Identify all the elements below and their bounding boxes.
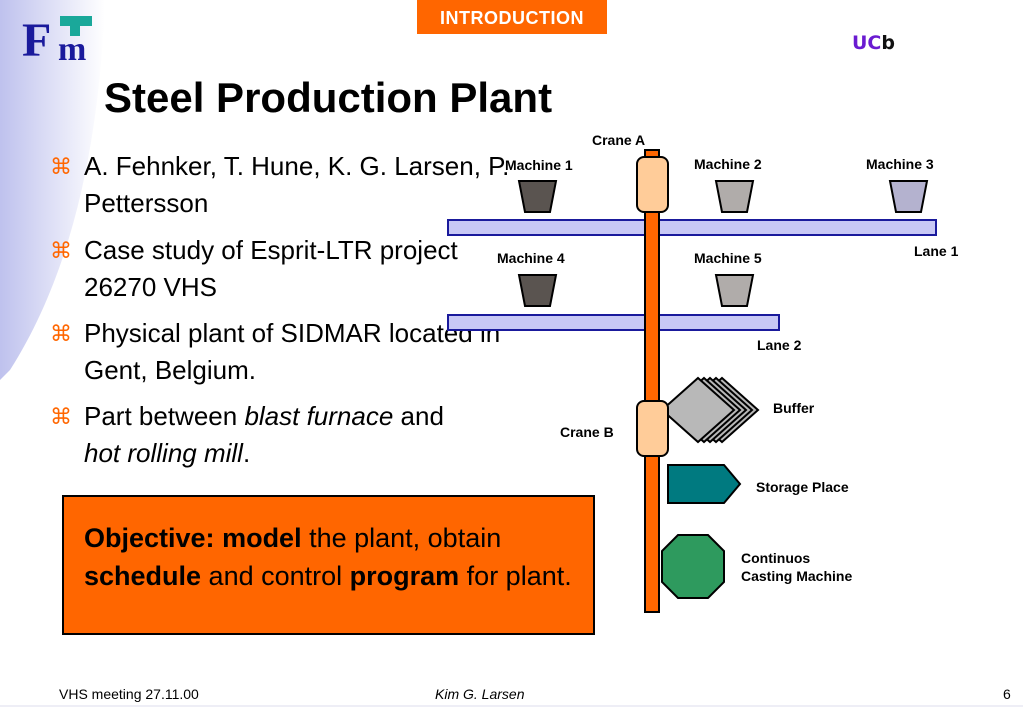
slide-title: Steel Production Plant xyxy=(104,74,553,121)
lane-1 xyxy=(447,219,937,236)
objective-keyword: model xyxy=(222,523,302,553)
bullet-authors: ⌘ A. Fehnker, T. Hune, K. G. Larsen, P. … xyxy=(50,148,520,222)
bullet-text: Physical plant of SIDMAR located in Gent… xyxy=(84,318,501,385)
casting-machine-label-2: Casting Machine xyxy=(741,568,852,584)
institution-logo: UCb xyxy=(852,32,895,54)
objective-text: the plant, obtain xyxy=(301,523,502,553)
bullet-text: Part between blast furnace and hot rollin… xyxy=(84,398,520,472)
crane-a-head xyxy=(636,156,669,213)
bullet-text-part: and xyxy=(393,401,444,431)
bullet-emphasis: blast furnace xyxy=(244,401,394,431)
fm-logo: F m xyxy=(22,14,92,64)
storage-place-label: Storage Place xyxy=(756,479,849,495)
institution-logo-right: b xyxy=(881,32,895,54)
bullet-icon: ⌘ xyxy=(50,154,72,179)
machine-1-label: Machine 1 xyxy=(505,157,573,173)
lane-1-label: Lane 1 xyxy=(914,243,959,259)
bullet-icon: ⌘ xyxy=(50,404,72,429)
institution-logo-left: UC xyxy=(852,32,882,54)
crane-a-label: Crane A xyxy=(592,132,645,148)
bullet-part-between: ⌘ Part between blast furnace and hot roll… xyxy=(50,398,520,472)
objective-keyword: program xyxy=(349,561,460,591)
crane-b-head xyxy=(636,400,669,457)
machine-2-icon xyxy=(714,180,755,213)
buffer-label: Buffer xyxy=(773,400,815,416)
svg-text:F: F xyxy=(22,14,51,64)
svg-text:m: m xyxy=(58,31,86,64)
bullet-physical-plant: ⌘ Physical plant of SIDMAR located in Ge… xyxy=(50,315,520,389)
machine-3-icon xyxy=(888,180,929,213)
page-number: 6 xyxy=(1003,686,1011,702)
lane-2 xyxy=(447,314,780,331)
machine-3-label: Machine 3 xyxy=(866,156,934,172)
lane-2-label: Lane 2 xyxy=(757,337,802,353)
objective-label: Objective: xyxy=(84,523,215,553)
objective-keyword: schedule xyxy=(84,561,202,591)
crane-b-label: Crane B xyxy=(560,424,614,440)
bullet-text: A. Fehnker, T. Hune, K. G. Larsen, P. Pe… xyxy=(84,151,510,218)
machine-5-icon xyxy=(714,274,755,307)
crane-rail xyxy=(644,149,660,613)
bullet-icon: ⌘ xyxy=(50,321,72,346)
bullet-case-study: ⌘ Case study of Esprit-LTR project 26270… xyxy=(50,232,520,306)
bullet-icon: ⌘ xyxy=(50,238,72,263)
machine-2-label: Machine 2 xyxy=(694,156,762,172)
bullet-text-part: Part between xyxy=(84,401,245,431)
machine-5-label: Machine 5 xyxy=(694,250,762,266)
machine-4-label: Machine 4 xyxy=(497,250,565,266)
bullet-text-part: . xyxy=(242,438,251,468)
objective-box: Objective: model the plant, obtain schedu… xyxy=(62,495,595,635)
bullet-emphasis: hot rolling mill xyxy=(84,438,243,468)
objective-text: and control xyxy=(201,561,350,591)
casting-machine-icon xyxy=(661,534,725,599)
casting-machine-label-1: Continuos xyxy=(741,550,810,566)
machine-4-icon xyxy=(517,274,558,307)
bullet-text: Case study of Esprit-LTR project 26270 V… xyxy=(84,235,458,302)
buffer-icon xyxy=(660,376,760,444)
section-tab: INTRODUCTION xyxy=(417,0,607,34)
objective-text: for plant. xyxy=(459,561,572,591)
footer-meeting: VHS meeting 27.11.00 xyxy=(59,686,199,702)
machine-1-icon xyxy=(517,180,558,213)
footer-author: Kim G. Larsen xyxy=(435,686,525,702)
storage-place-icon xyxy=(667,464,742,504)
